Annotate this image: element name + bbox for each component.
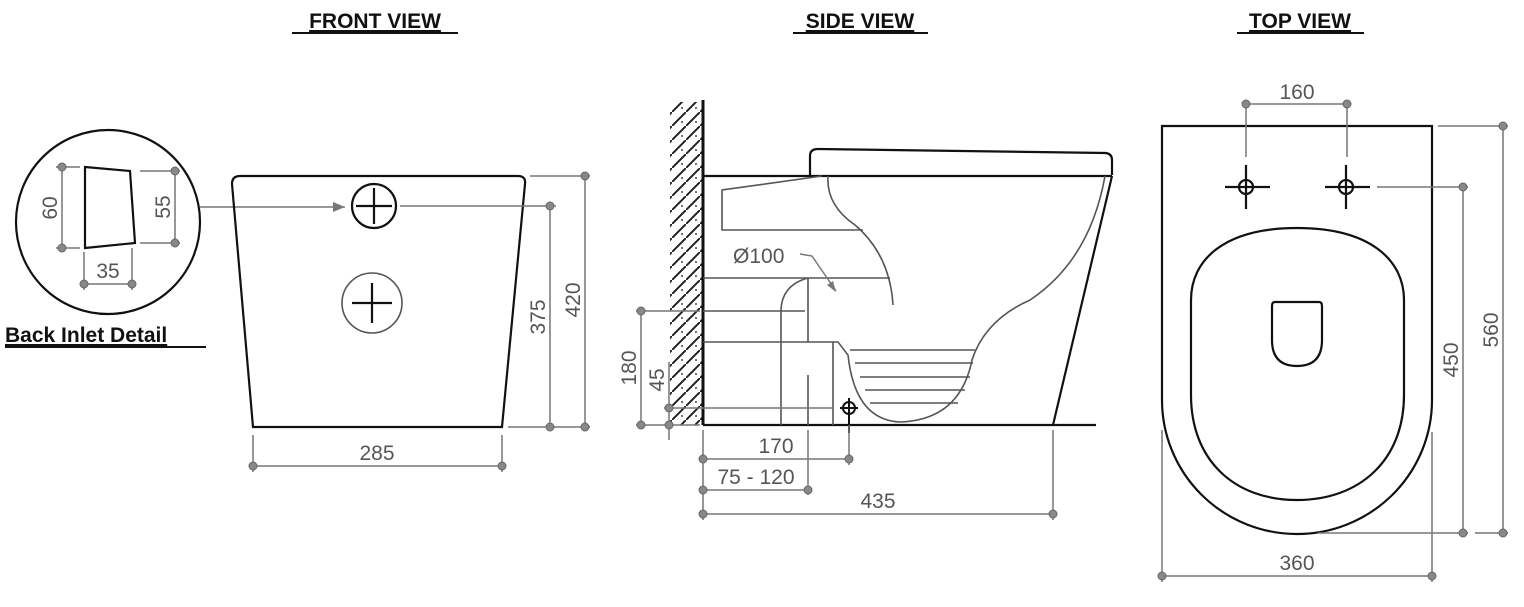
- front-view: 375 420 285: [230, 171, 590, 472]
- top-dim-450: 450: [1440, 342, 1463, 377]
- front-dim-375: 375: [527, 299, 550, 334]
- top-view-title: TOP VIEW: [1249, 10, 1351, 33]
- side-dim-435: 435: [860, 490, 895, 513]
- detail-dim-55: 55: [152, 195, 175, 218]
- top-dim-160: 160: [1279, 81, 1314, 104]
- front-view-title: FRONT VIEW: [309, 10, 441, 33]
- side-dim-170: 170: [758, 435, 793, 458]
- side-dim-diameter: Ø100: [733, 245, 784, 268]
- top-dim-360: 360: [1279, 552, 1314, 575]
- side-dim-45: 45: [646, 368, 669, 391]
- front-dim-420: 420: [562, 282, 585, 317]
- front-dim-285: 285: [359, 442, 394, 465]
- top-view: 160 450 560 360: [1157, 81, 1508, 582]
- side-dim-180: 180: [618, 350, 641, 385]
- side-dim-75-120: 75 - 120: [717, 466, 794, 489]
- side-view: Ø100 180 45 170 75 - 120 435: [618, 100, 1114, 520]
- top-dim-560: 560: [1480, 312, 1503, 347]
- side-view-title: SIDE VIEW: [806, 10, 915, 33]
- back-inlet-detail: 60 55 35 Back Inlet Detail: [5, 128, 345, 348]
- detail-dim-60: 60: [39, 196, 62, 219]
- detail-title: Back Inlet Detail: [5, 324, 167, 347]
- detail-dim-35: 35: [96, 260, 119, 283]
